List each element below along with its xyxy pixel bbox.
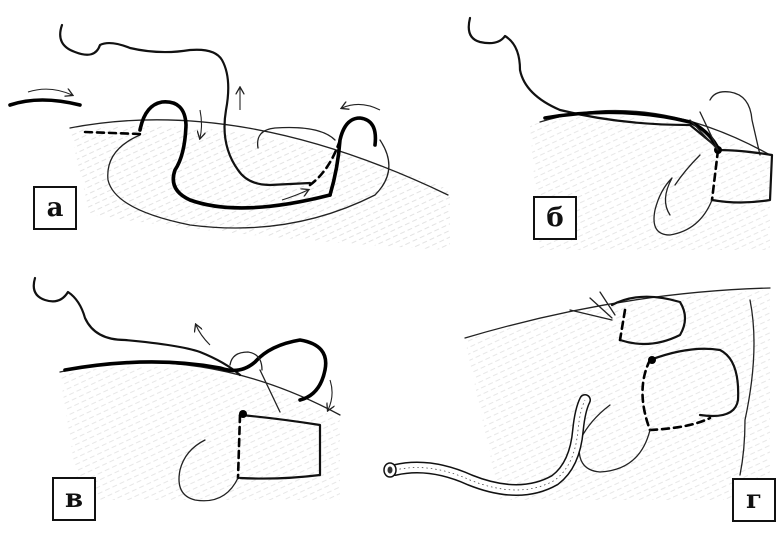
knot-icon	[239, 410, 247, 418]
panel-d	[384, 288, 770, 500]
knot-icon	[648, 356, 656, 364]
tissue-shading	[60, 366, 340, 500]
panel-c	[34, 278, 340, 501]
panel-b	[469, 18, 772, 250]
panel-label-a: а	[33, 186, 77, 230]
panel-label-text: б	[546, 203, 563, 233]
arrow-icon	[28, 89, 72, 95]
arrow-icon	[342, 104, 380, 110]
arrow-icon	[196, 325, 210, 345]
panel-label-b: б	[533, 196, 577, 240]
tissue-shading	[70, 126, 450, 250]
panel-label-text: а	[47, 193, 64, 223]
panel-label-text: в	[65, 484, 83, 514]
panel-label-text: г	[746, 485, 762, 515]
panel-label-d: г	[732, 478, 776, 522]
panel-label-c: в	[52, 477, 96, 521]
arrow-icon	[328, 380, 332, 410]
